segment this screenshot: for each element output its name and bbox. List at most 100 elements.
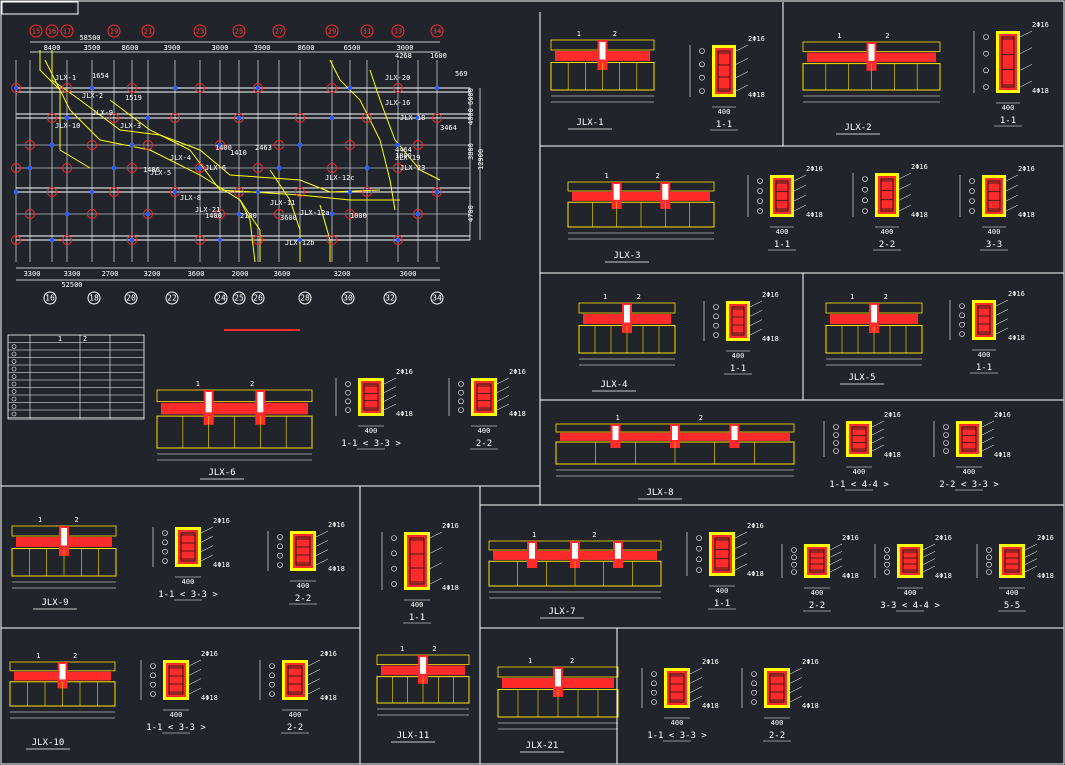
section-tag: 2 [250, 380, 254, 388]
column-square [90, 190, 94, 194]
column-square [330, 212, 334, 216]
section-fill [166, 663, 186, 697]
stirrup [961, 426, 977, 452]
plan-dim: 2463 [255, 144, 272, 152]
leader [689, 677, 703, 684]
section-title: 3-3 [986, 240, 1002, 250]
width-dim-text: 400 [904, 589, 917, 597]
pile-circle [195, 235, 205, 245]
leader [496, 386, 510, 393]
stirrup [363, 383, 379, 411]
pile-circle [87, 209, 97, 219]
leader [829, 565, 843, 573]
leader [922, 565, 936, 573]
leader [793, 174, 807, 182]
axis-label-top: 15 [32, 28, 40, 36]
callout [959, 321, 965, 328]
pile-circle [143, 140, 153, 150]
column-square [173, 86, 177, 90]
section-title: 1-1 [716, 120, 732, 130]
rebar-label: 4Φ18 [1037, 572, 1054, 580]
axis-label-top: 29 [328, 28, 336, 36]
rebar-label: 4Φ18 [1018, 211, 1035, 219]
detail-title-jlx7: JLX-7 [548, 607, 575, 617]
axis-bubble-bottom [87, 291, 101, 305]
section-title: 2-2 < 3-3 > [939, 480, 999, 490]
dim-bottom: 2000 [232, 270, 249, 278]
leader [995, 318, 1009, 325]
rebar-label: 2Φ16 [842, 534, 859, 542]
column-square [237, 116, 241, 120]
column-void [613, 184, 620, 200]
leader [922, 558, 936, 565]
column-square [50, 238, 54, 242]
section-title: 2-2 [809, 601, 825, 611]
stirrup [851, 426, 867, 452]
table-mark [11, 351, 17, 357]
title-tab [1, 1, 79, 15]
beam-tag: JLX-8 [180, 194, 201, 202]
stirrup [977, 305, 991, 335]
section-title: 2-2 [769, 731, 785, 741]
beam-tag: JLX-11 [270, 199, 295, 207]
section-fill [975, 303, 993, 337]
dim-top: 8600 [298, 44, 315, 52]
leader [315, 540, 329, 547]
plan-dim: 3464 [440, 124, 457, 132]
callout [884, 561, 890, 568]
rebar-label: 2Φ16 [442, 522, 459, 530]
section-tag: 2 [74, 516, 78, 524]
callout [986, 554, 992, 561]
section-tag: 1 [837, 32, 841, 40]
callout [983, 50, 989, 57]
leader [1019, 30, 1033, 38]
leader [429, 562, 443, 569]
pile-circle [393, 163, 403, 173]
rebar-label: 2Φ16 [396, 368, 413, 376]
section-fill [712, 535, 732, 573]
rebar-label: 2Φ16 [884, 411, 901, 419]
axis-bubble-top [232, 24, 246, 38]
callout [751, 699, 757, 705]
plan-dim: 1000 [350, 212, 367, 220]
leader [871, 444, 885, 452]
callout [696, 556, 702, 563]
pile-circle [432, 113, 442, 123]
leader [307, 687, 321, 695]
section-tag: 2 [570, 657, 574, 665]
axis-bubble-top [141, 24, 155, 38]
callout [713, 313, 719, 320]
section-fill [959, 424, 979, 454]
column-square [416, 212, 420, 216]
section-title: 1-1 < 3-3 > [158, 590, 218, 600]
leader [383, 377, 397, 385]
rebar-label: 4Φ18 [884, 451, 901, 459]
stirrup [409, 537, 425, 585]
leader [307, 678, 321, 685]
axis-label-bottom: 20 [126, 294, 136, 303]
column-square [130, 143, 134, 147]
axis-bubble-bottom [251, 291, 265, 305]
dim-top: 3000 [212, 44, 229, 52]
column-square [298, 143, 302, 147]
dim-top: 3900 [254, 44, 271, 52]
pile-circle [215, 140, 225, 150]
pile-circle [362, 187, 372, 197]
callout [959, 303, 965, 309]
callout [150, 691, 156, 697]
leader [749, 328, 763, 336]
plan-dim: 1519 [125, 94, 142, 102]
axis-label-bottom: 26 [253, 294, 263, 303]
table-header: 1 [58, 335, 62, 343]
stirrup [1001, 36, 1015, 88]
axis-label-bottom: 32 [385, 294, 395, 303]
beam-tag: JLX-18 [400, 114, 425, 122]
leader-line [319, 204, 331, 262]
